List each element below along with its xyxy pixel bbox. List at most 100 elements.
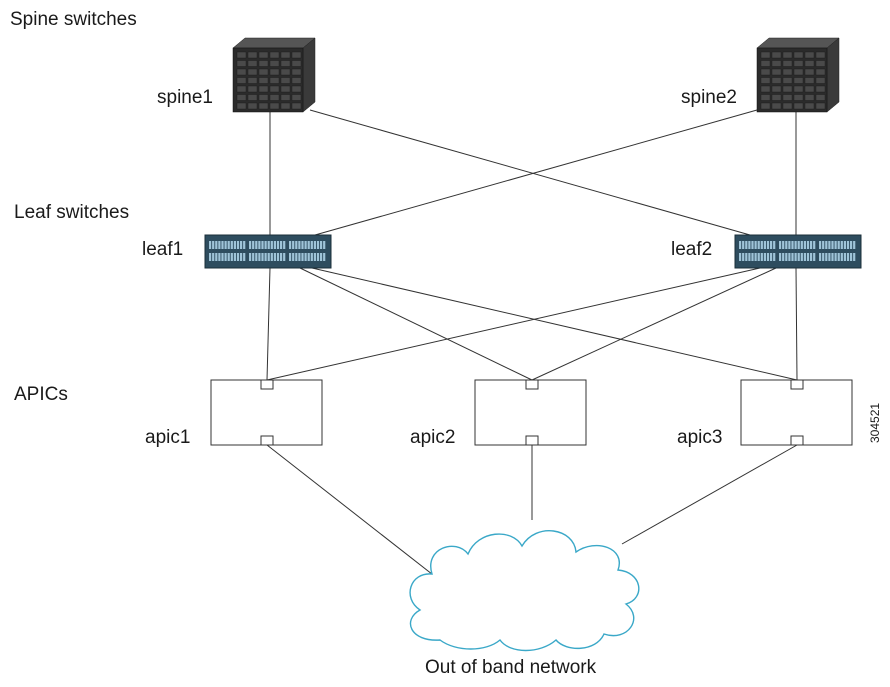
node-label-spine1: spine1 [157, 87, 213, 108]
leaf-port [292, 241, 295, 249]
spine-slot [258, 94, 269, 101]
leaf-port [837, 253, 840, 261]
leaf-port [739, 253, 742, 261]
leaf-port [304, 253, 307, 261]
spine-slot [782, 51, 793, 59]
leaf-port [748, 253, 751, 261]
leaf-port [283, 241, 286, 249]
leaf-port [791, 253, 794, 261]
leaf-port [316, 241, 320, 249]
leaf-port [227, 253, 230, 261]
leaf-port [218, 253, 221, 261]
leaf-port [298, 241, 301, 249]
spine-slot [771, 102, 782, 110]
spine-slot [771, 51, 782, 59]
leaf-port [233, 241, 236, 249]
spine-slot [258, 68, 269, 76]
spine-slot [804, 60, 815, 67]
link-apic1-oob [266, 444, 438, 579]
leaf-port [800, 253, 803, 261]
spine-slot [291, 77, 302, 84]
spine-slot [236, 102, 247, 110]
spine-slot [760, 102, 771, 110]
leaf-port [822, 241, 825, 249]
spine-slot [280, 51, 291, 59]
out-of-band-cloud-icon [409, 530, 640, 652]
leaf-port [853, 241, 856, 249]
leaf-port [779, 253, 782, 261]
spine-slot [804, 94, 815, 101]
section-label-spine: Spine switches [10, 9, 137, 30]
leaf-port [819, 241, 822, 249]
leaf-port [782, 241, 785, 249]
spine-slot [280, 68, 291, 76]
leaf-port [240, 253, 243, 261]
leaf-port [236, 253, 240, 261]
leaf-port [766, 253, 770, 261]
spine-slot [247, 102, 258, 110]
leaf-port [785, 241, 788, 249]
spine-slot [236, 85, 247, 93]
spine-slot [269, 51, 280, 59]
leaf-port [834, 253, 837, 261]
spine-slot [815, 102, 826, 110]
spine-slot [280, 60, 291, 67]
leaf-port [298, 253, 301, 261]
spine-switch-spine2 [756, 37, 840, 113]
leaf-port [218, 241, 221, 249]
leaf-port [800, 241, 803, 249]
node-label-apic3: apic3 [677, 427, 723, 448]
leaf-port [770, 253, 773, 261]
leaf-port [243, 241, 246, 249]
spine-slot [280, 85, 291, 93]
spine-slot [269, 85, 280, 93]
leaf-port [320, 241, 323, 249]
leaf-port [320, 253, 323, 261]
leaf-port [760, 253, 763, 261]
leaf-port [252, 241, 255, 249]
spine-slot [258, 51, 269, 59]
leaf-port [834, 241, 837, 249]
spine-slot [247, 77, 258, 84]
spine-slot [771, 94, 782, 101]
leaf-port [763, 253, 766, 261]
spine-slot [236, 77, 247, 84]
node-label-apic1: apic1 [145, 427, 191, 448]
leaf-port [770, 241, 773, 249]
leaf-port [252, 253, 255, 261]
leaf-port [843, 253, 846, 261]
spine-slot [815, 85, 826, 93]
leaf-port [803, 253, 806, 261]
leaf-port [270, 241, 273, 249]
leaf-port [261, 241, 264, 249]
leaf-port [840, 253, 843, 261]
apic2-bottom-port [525, 435, 539, 446]
spine-slot [291, 85, 302, 93]
spine-slot [771, 60, 782, 67]
node-label-leaf1: leaf1 [142, 239, 184, 260]
leaf-port [276, 241, 280, 249]
leaf-port [850, 241, 853, 249]
leaf-port [782, 253, 785, 261]
leaf-port [757, 253, 760, 261]
spine-slot [258, 102, 269, 110]
leaf-port [313, 241, 316, 249]
spine-slot [760, 85, 771, 93]
spine-slot [247, 94, 258, 101]
spine-slot [804, 51, 815, 59]
spine-slot [291, 94, 302, 101]
spine-slot [247, 60, 258, 67]
spine-slot [793, 94, 804, 101]
link-apic3-oob [621, 444, 798, 545]
link-leaf1-apic2 [299, 267, 533, 381]
leaf-port [209, 253, 212, 261]
leaf-port [766, 241, 770, 249]
leaf-port [788, 253, 791, 261]
apic2-top-port [525, 379, 539, 390]
spine-slot [771, 68, 782, 76]
spine-slot [258, 85, 269, 93]
leaf-port [837, 241, 840, 249]
spine-slot [291, 51, 302, 59]
spine-slot [804, 77, 815, 84]
